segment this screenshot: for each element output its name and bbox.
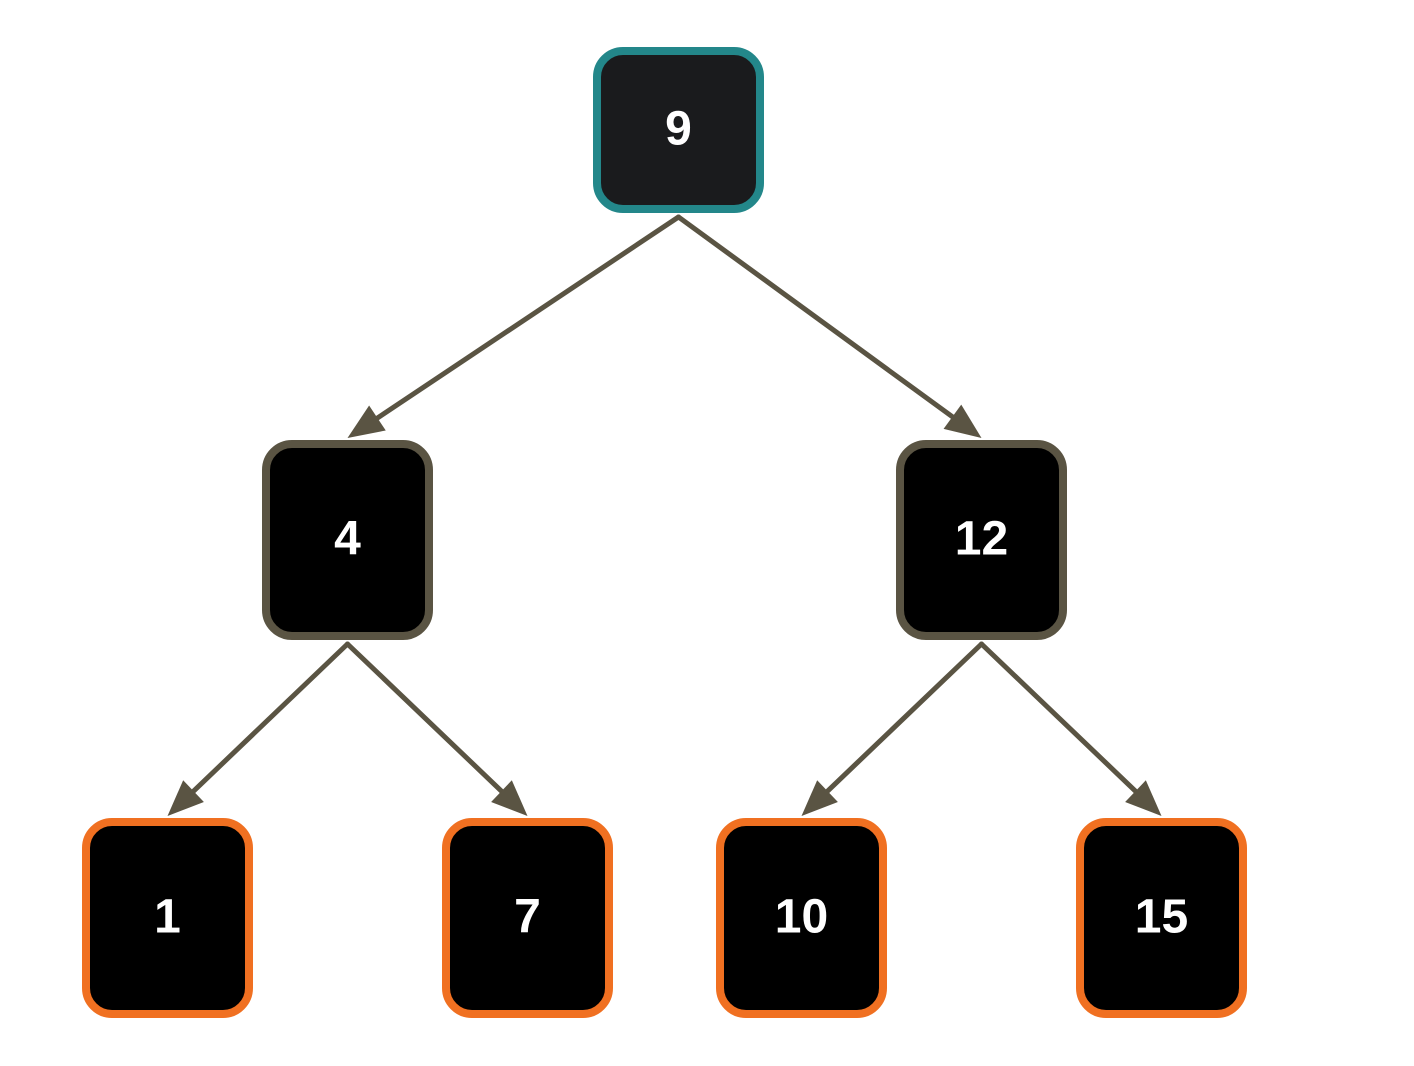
tree-node-1: 1 — [82, 818, 253, 1018]
node-box — [442, 818, 613, 1018]
node-label: 15 — [1135, 891, 1188, 944]
edge-n12-n15 — [979, 641, 1162, 816]
node-box — [1076, 818, 1247, 1018]
arrowhead-icon — [491, 780, 528, 816]
node-box — [593, 47, 764, 213]
edge-line — [345, 641, 507, 797]
edge-line — [676, 214, 959, 422]
arrowhead-icon — [943, 404, 982, 438]
arrowhead-icon — [167, 780, 204, 816]
edge-n9-n4 — [347, 214, 681, 438]
arrowhead-icon — [801, 780, 838, 816]
edge-line — [188, 641, 350, 797]
node-label: 4 — [334, 513, 361, 566]
arrowhead-icon — [1125, 780, 1162, 816]
nodes-layer: 9 4 12 1 7 10 15 — [82, 47, 1247, 1018]
tree-node-7: 7 — [442, 818, 613, 1018]
edge-n12-n10 — [801, 641, 984, 816]
node-box — [82, 818, 253, 1018]
edge-n4-n1 — [167, 641, 350, 816]
edge-line — [979, 641, 1141, 797]
node-label: 10 — [775, 891, 828, 944]
edge-line — [371, 214, 681, 423]
tree-node-10: 10 — [716, 818, 887, 1018]
node-label: 9 — [665, 103, 692, 156]
node-box — [896, 440, 1067, 640]
node-label: 7 — [514, 891, 541, 944]
edge-line — [822, 641, 984, 797]
arrowhead-icon — [347, 405, 386, 438]
tree-node-12: 12 — [896, 440, 1067, 640]
edges-layer — [167, 214, 1162, 816]
node-label: 1 — [154, 891, 181, 944]
edge-n9-n12 — [676, 214, 982, 438]
tree-node-9: 9 — [593, 47, 764, 213]
tree-node-4: 4 — [262, 440, 433, 640]
node-label: 12 — [955, 513, 1008, 566]
node-box — [262, 440, 433, 640]
edge-n4-n7 — [345, 641, 528, 816]
tree-node-15: 15 — [1076, 818, 1247, 1018]
node-box — [716, 818, 887, 1018]
